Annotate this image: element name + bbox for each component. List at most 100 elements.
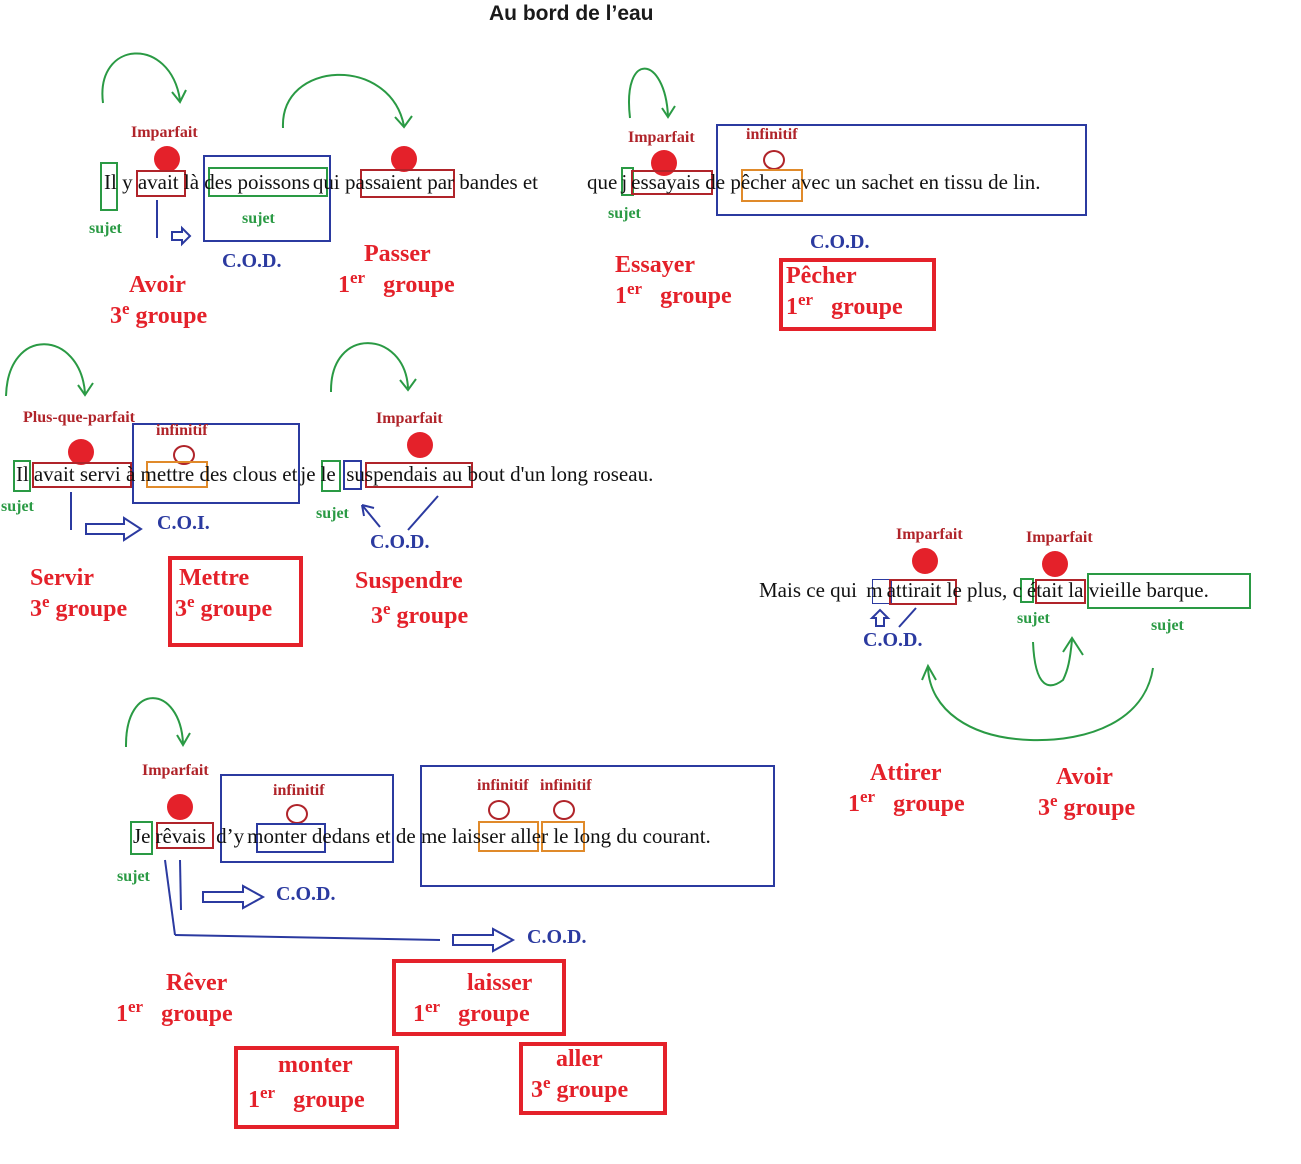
highlight-box xyxy=(519,1042,667,1115)
subject-label: sujet xyxy=(242,210,275,227)
word: le xyxy=(320,462,336,486)
arrowhead-icon xyxy=(921,663,937,681)
group-word: groupe xyxy=(200,596,273,622)
curved-arrow-icon xyxy=(101,52,181,104)
infinitive-circle-icon xyxy=(553,800,575,820)
conjugated-verb-dot-icon xyxy=(912,548,938,574)
cod-box xyxy=(220,774,394,863)
verb-card-monter: monter 1er groupe xyxy=(248,1050,365,1116)
arrowhead-icon xyxy=(399,378,417,392)
word: aller xyxy=(510,824,549,848)
group-word: groupe xyxy=(135,303,208,329)
verb-infinitive: laisser xyxy=(467,970,533,996)
coi-label: C.O.I. xyxy=(157,512,210,534)
word: suspendais xyxy=(346,462,438,486)
word: par bandes et xyxy=(427,170,539,194)
word: à xyxy=(125,462,136,486)
group-word: groupe xyxy=(293,1087,365,1113)
subject-box xyxy=(100,162,118,211)
conjugated-verb-dot-icon xyxy=(167,794,193,820)
group-number: 3 xyxy=(110,303,122,329)
infinitive-box xyxy=(256,823,326,853)
word: que xyxy=(587,170,618,194)
curved-arrow-icon xyxy=(124,697,184,748)
outline-arrow-icon xyxy=(869,608,891,627)
word: Il xyxy=(104,170,117,194)
curved-arrow-icon xyxy=(1032,639,1073,687)
group-word: groupe xyxy=(55,596,128,622)
word: dedans xyxy=(311,824,371,848)
word: le plus, xyxy=(946,578,1008,602)
verb-card-laisser: laisser 1er groupe xyxy=(413,968,532,1030)
arrowhead-icon xyxy=(171,89,187,104)
verb-box xyxy=(360,169,455,198)
word: attirait xyxy=(886,578,942,602)
infinitive-circle-icon xyxy=(173,445,195,465)
subject-box xyxy=(1087,573,1251,609)
group-number: 1 xyxy=(786,294,798,320)
verb-infinitive: Essayer xyxy=(615,252,695,278)
subject-label: sujet xyxy=(1,498,34,515)
cod-box xyxy=(716,124,1087,216)
word: d’y xyxy=(216,824,245,848)
group-word: groupe xyxy=(831,294,903,320)
word: c xyxy=(1012,578,1022,602)
verb-box xyxy=(136,170,186,197)
subject-box xyxy=(321,460,341,492)
conjugated-verb-dot-icon xyxy=(68,439,94,465)
subject-label: sujet xyxy=(1017,610,1050,627)
word: avait xyxy=(137,170,179,194)
infinitive-box xyxy=(541,821,585,852)
group-suffix: e xyxy=(122,299,130,318)
verb-infinitive: Avoir xyxy=(1056,764,1113,790)
subject-box xyxy=(13,460,31,492)
group-number: 3 xyxy=(30,596,42,622)
verb-infinitive: Suspendre xyxy=(355,568,463,594)
highlight-box xyxy=(168,556,303,647)
curved-arrow-icon xyxy=(329,342,409,393)
group-number: 1 xyxy=(116,1001,128,1027)
infinitive-label: infinitif xyxy=(156,422,208,439)
subject-box xyxy=(621,167,634,196)
infinitive-label: infinitif xyxy=(273,782,325,799)
verb-card-essayer: Essayer 1er groupe xyxy=(615,250,732,312)
verb-card-mettre: Mettre 3e groupe xyxy=(175,563,272,625)
outline-arrow-icon xyxy=(202,884,266,910)
word: Il xyxy=(16,462,29,486)
verb-infinitive: Rêver xyxy=(166,970,228,996)
group-word: groupe xyxy=(893,791,965,817)
subject-label: sujet xyxy=(89,220,122,237)
word: je xyxy=(300,462,316,486)
verb-infinitive: Mettre xyxy=(179,565,250,591)
page-title: Au bord de l’eau xyxy=(489,2,654,25)
verb-card-servir: Servir 3e groupe xyxy=(30,563,127,625)
group-suffix: e xyxy=(383,599,391,618)
verb-infinitive: Servir xyxy=(30,565,94,591)
outline-arrow-icon xyxy=(171,225,192,247)
verb-infinitive: Attirer xyxy=(870,760,942,786)
arrowhead-icon xyxy=(77,382,94,397)
word: monter xyxy=(247,824,307,848)
word: et de me xyxy=(375,824,447,848)
verb-box xyxy=(889,579,957,605)
verb-infinitive: aller xyxy=(556,1046,603,1072)
infinitive-box xyxy=(741,169,803,202)
verb-box xyxy=(156,822,214,849)
group-word: groupe xyxy=(1063,795,1136,821)
group-number: 3 xyxy=(371,603,383,629)
arrowhead-icon xyxy=(394,115,413,129)
word: avait servi xyxy=(33,462,121,486)
cod-label: C.O.D. xyxy=(810,231,870,253)
arrowhead-icon xyxy=(176,732,191,747)
infinitive-circle-icon xyxy=(286,804,308,824)
word: des clous xyxy=(199,462,278,486)
highlight-box xyxy=(234,1046,399,1129)
word: essayais xyxy=(631,170,700,194)
group-word: groupe xyxy=(458,1001,530,1027)
curved-arrow-icon xyxy=(281,73,405,129)
verb-infinitive: Avoir xyxy=(129,272,186,298)
subject-box xyxy=(1020,578,1034,603)
group-suffix: e xyxy=(1050,791,1058,810)
verb-infinitive: monter xyxy=(278,1052,353,1078)
